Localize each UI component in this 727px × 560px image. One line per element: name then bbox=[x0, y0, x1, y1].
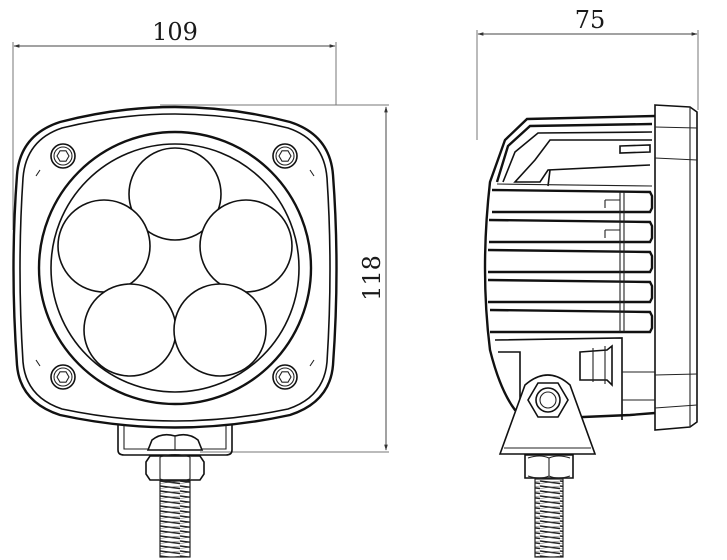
width-dimension-label: 109 bbox=[152, 18, 198, 46]
fins bbox=[487, 188, 654, 334]
screws bbox=[50, 143, 298, 390]
front-mount bbox=[117, 424, 233, 558]
led-lenses bbox=[57, 147, 293, 377]
depth-dimension-label: 75 bbox=[575, 6, 606, 34]
screw-icon bbox=[272, 364, 298, 390]
side-bezel bbox=[654, 104, 698, 431]
housing bbox=[12, 105, 338, 429]
screw-icon bbox=[272, 143, 298, 169]
led-bottom-left bbox=[83, 283, 177, 377]
bezel-ring bbox=[37, 130, 313, 406]
heat-sink bbox=[483, 114, 656, 420]
led-left bbox=[57, 199, 151, 293]
led-top bbox=[128, 147, 222, 241]
side-view: 75 bbox=[476, 6, 699, 558]
led-bottom-right bbox=[173, 283, 267, 377]
dimension-height: 118 bbox=[160, 104, 389, 453]
lens-ring bbox=[50, 143, 300, 393]
height-dimension-label: 118 bbox=[358, 255, 386, 301]
dimension-width: 109 bbox=[12, 18, 337, 230]
led-right bbox=[199, 199, 293, 293]
screw-icon bbox=[50, 143, 76, 169]
front-view: 109 118 bbox=[12, 18, 389, 558]
side-mount bbox=[498, 374, 597, 558]
dimension-depth: 75 bbox=[476, 6, 699, 140]
screw-icon bbox=[50, 364, 76, 390]
pivot-nut-icon bbox=[527, 382, 569, 418]
